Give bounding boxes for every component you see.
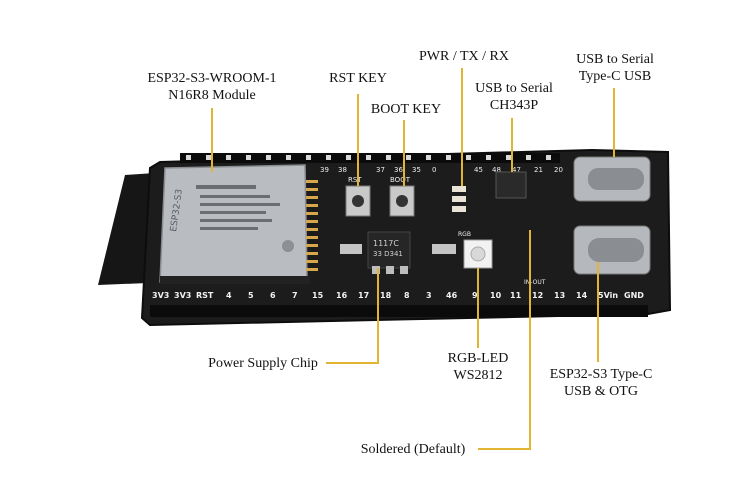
bottom-header-strip [150,305,648,317]
top-pin-label: 45 [474,166,483,174]
leader-soldered [478,230,531,450]
bottom-pin-label: 4 [226,291,232,300]
top-pin-label: 36 [394,166,403,174]
bottom-pin-label: 46 [446,291,458,300]
bottom-pin-label: GND [624,291,644,300]
top-pin-label: 47 [512,166,521,174]
top-pin-label: 48 [492,166,501,174]
module-shield [159,164,308,283]
callout-power-chip-line-1: Power Supply Chip [208,356,318,371]
status-leds [452,186,466,212]
usb-c-port-otg [573,225,651,275]
rgb-led-graphic [463,239,493,269]
bottom-pin-label: 9 [472,291,478,300]
callout-usb-serial-port-line-1: USB to Serial [576,52,654,67]
top-pin-label: 39 [320,166,329,174]
callout-soldered-line-1: Soldered (Default) [360,442,466,457]
callout-rgb-led-line-1: RGB-LED [447,351,509,366]
smd-diode-right [432,244,456,254]
regulator-text-2: 33 D341 [373,250,403,258]
callout-otg-port-line-1: ESP32-S3 Type-C [549,367,653,382]
callout-otg-port-line-2: USB & OTG [564,384,638,399]
top-pin-label: 0 [432,166,436,174]
bottom-pin-label: RST [196,291,214,300]
bottom-pin-label: 10 [490,291,502,300]
top-header-pins [186,155,551,160]
leader-power-chip [326,268,379,364]
leader-lines [211,68,615,450]
callout-boot-key: BOOT KEY [364,101,448,118]
rst-button-graphic [345,185,371,217]
boot-button-graphic [389,185,415,217]
top-pin-label: 21 [534,166,543,174]
bottom-pin-label: 18 [380,291,392,300]
top-pin-labels: 39 38 37 36 35 0 45 48 47 21 20 [320,166,563,174]
callout-boot-key-line-1: BOOT KEY [370,102,442,117]
bottom-pin-label: 3V3 [174,291,191,300]
callout-rgb-led: RGB-LED WS2812 [436,350,520,384]
usb-c-port-serial [573,156,651,202]
top-pin-label: 35 [412,166,421,174]
bottom-pin-label: 3V3 [152,291,169,300]
rst-silk-label: RST [348,176,362,184]
callout-module: ESP32-S3-WROOM-1 N16R8 Module [132,70,292,104]
boot-silk-label: BOOT [390,176,411,184]
callout-power-chip: Power Supply Chip [198,355,328,372]
callout-rst-key-line-1: RST KEY [329,71,387,86]
top-pin-label: 38 [338,166,347,174]
callout-usb-serial-port-line-2: Type-C USB [578,69,652,84]
callout-pwr-tx-rx-line-1: PWR / TX / RX [419,49,509,64]
bottom-pin-label: 13 [554,291,565,300]
bottom-pin-label: 7 [292,291,298,300]
callout-ch343p: USB to Serial CH343P [462,80,566,114]
bottom-pin-label: 14 [576,291,588,300]
callout-soldered: Soldered (Default) [350,441,476,458]
bottom-pin-label: 11 [510,291,522,300]
callout-rst-key: RST KEY [318,70,398,87]
bottom-pin-label: 5Vin [598,291,618,300]
callout-otg-port: ESP32-S3 Type-C USB & OTG [536,366,666,400]
module-base [160,276,310,284]
callout-ch343p-line-2: CH343P [489,98,539,113]
regulator-text-1: 1117C [373,239,399,248]
top-pin-label: 20 [554,166,563,174]
callout-module-line-1: ESP32-S3-WROOM-1 [147,71,277,86]
bottom-pin-label: 15 [312,291,324,300]
module-pads [306,180,318,271]
bottom-pin-label: 12 [532,291,543,300]
smd-diode-left [340,244,362,254]
top-pin-label: 37 [376,166,385,174]
callout-ch343p-line-1: USB to Serial [475,81,553,96]
bottom-pin-label: 8 [404,291,410,300]
bottom-pin-label: 6 [270,291,276,300]
bottom-pin-labels: 3V3 3V3 RST 4 5 6 7 15 16 17 18 8 3 46 9… [152,291,644,300]
in-out-silk-label: IN-OUT [524,279,546,286]
rgb-silk-label: RGB [458,231,471,238]
callout-pwr-tx-rx: PWR / TX / RX [412,48,516,65]
bottom-pin-label: 16 [336,291,348,300]
regulator-graphic [367,231,411,274]
callout-module-line-2: N16R8 Module [168,88,256,103]
bottom-pin-label: 3 [426,291,432,300]
bottom-pin-label: 5 [248,291,254,300]
ch343p-chip [495,171,527,199]
bottom-pin-label: 17 [358,291,369,300]
module-shield-markings [196,185,294,252]
callout-usb-serial-port: USB to Serial Type-C USB [560,51,670,85]
callout-rgb-led-line-2: WS2812 [453,368,503,383]
